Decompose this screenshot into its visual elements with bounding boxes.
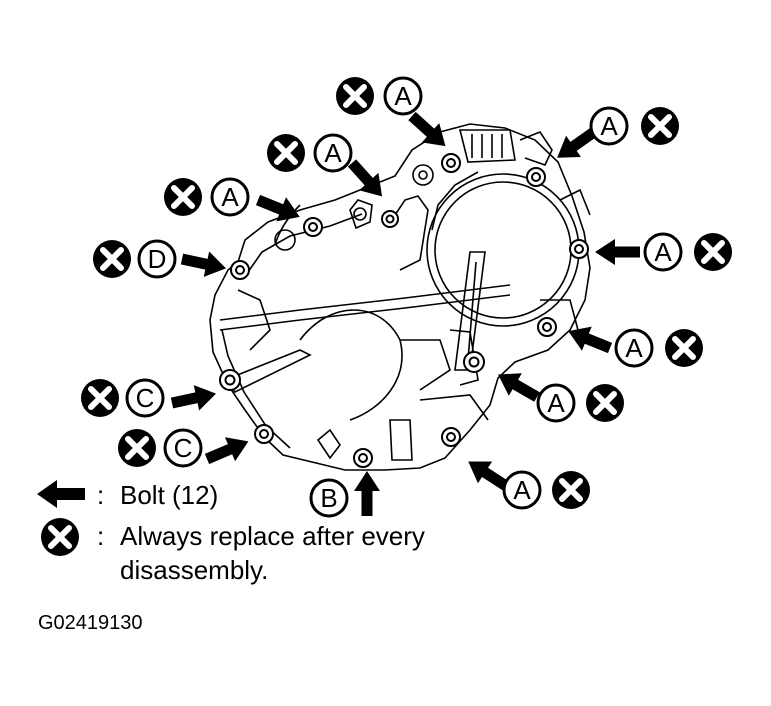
legend-replace-line1: Always replace after every xyxy=(120,521,425,551)
replace-x-icon xyxy=(665,329,703,367)
svg-text:A: A xyxy=(324,138,342,168)
bolt-label-b: B xyxy=(309,478,349,518)
bolt-arrow-icon xyxy=(204,437,249,465)
bolt-label-c: C xyxy=(163,428,203,468)
bolt-arrows xyxy=(170,111,640,516)
bolt-head xyxy=(441,153,461,173)
replace-x-icon xyxy=(694,233,732,271)
bolt-arrow-icon xyxy=(255,194,300,222)
bolt-label-a: A xyxy=(313,133,353,173)
bolt-head xyxy=(537,317,557,337)
replace-x-icon xyxy=(641,107,679,145)
bolt-head xyxy=(441,427,461,447)
bolt-head xyxy=(526,167,546,187)
svg-text:C: C xyxy=(136,383,155,413)
bolt-head xyxy=(463,351,485,373)
bolt-label-a: A xyxy=(502,470,542,510)
svg-text:A: A xyxy=(547,388,565,418)
legend-bolt-text: Bolt (12) xyxy=(120,480,219,510)
bolt-label-a: A xyxy=(383,76,423,116)
replace-x-icon xyxy=(41,518,79,556)
bolt-arrow-icon xyxy=(595,239,640,265)
replace-x-icon xyxy=(81,379,119,417)
svg-text:C: C xyxy=(174,433,193,463)
bolt-head xyxy=(569,239,589,259)
bolt-label-a: A xyxy=(210,177,250,217)
svg-text:A: A xyxy=(394,81,412,111)
svg-text:B: B xyxy=(320,483,337,513)
figure-id: G02419130 xyxy=(38,612,143,634)
bolt-arrow-icon xyxy=(408,111,446,147)
bolt-head xyxy=(353,448,373,468)
svg-text:A: A xyxy=(625,333,643,363)
legend-bolt-colon: : xyxy=(97,480,105,510)
bolt-arrow-icon xyxy=(170,385,217,411)
replace-x-icon xyxy=(586,384,624,422)
bolt-heads xyxy=(219,153,589,468)
replace-x-icon xyxy=(93,240,131,278)
replace-x-icon xyxy=(336,77,374,115)
callouts: A A A A D A xyxy=(81,76,732,518)
legend-replace-colon: : xyxy=(97,521,105,551)
bolt-arrow-icon xyxy=(354,471,380,516)
legend-symbols xyxy=(37,480,85,556)
bolt-head xyxy=(254,424,274,444)
svg-text:A: A xyxy=(221,182,239,212)
legend-replace-line2: disassembly. xyxy=(120,555,269,585)
bolt-label-a: A xyxy=(536,383,576,423)
bolt-arrow-icon xyxy=(568,326,613,354)
bolt-arrow-icon xyxy=(180,251,227,277)
bolt-label-a: A xyxy=(614,328,654,368)
bolt-head xyxy=(219,369,241,391)
bolt-arrow-icon xyxy=(498,373,540,402)
replace-x-icon xyxy=(267,134,305,172)
svg-text:D: D xyxy=(148,244,167,274)
bolt-label-a: A xyxy=(643,232,683,272)
bolt-arrow-icon xyxy=(468,461,509,491)
replace-x-icon xyxy=(118,429,156,467)
bolt-label-d: D xyxy=(137,239,177,279)
bolt-head xyxy=(303,217,323,237)
bolt-label-a: A xyxy=(589,106,629,146)
bolt-head xyxy=(230,260,250,280)
replace-x-icon xyxy=(164,178,202,216)
bolt-arrow-icon xyxy=(347,159,383,197)
bolt-label-c: C xyxy=(125,378,165,418)
svg-text:A: A xyxy=(654,237,672,267)
bolt-arrow-icon xyxy=(557,127,598,158)
svg-text:A: A xyxy=(600,111,618,141)
bolt-head xyxy=(381,210,399,228)
bolt-arrow-icon xyxy=(37,480,85,508)
replace-x-icon xyxy=(552,471,590,509)
case-outline xyxy=(209,123,591,471)
svg-text:A: A xyxy=(513,475,531,505)
